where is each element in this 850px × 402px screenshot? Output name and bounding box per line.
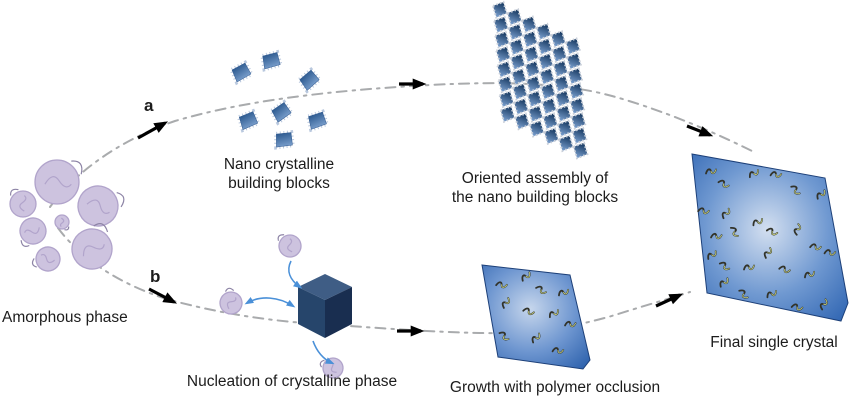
route-a-dashline	[49, 82, 757, 208]
assembly-tile	[555, 104, 572, 123]
assembly-tile	[551, 45, 568, 63]
final-top-arrow	[686, 124, 714, 137]
assembly-tile	[525, 75, 542, 93]
route-b-arrow	[148, 287, 178, 304]
assembly-tile	[552, 60, 569, 78]
amorphous-droplet	[30, 242, 65, 276]
assembly-tile	[521, 15, 537, 34]
label-oriented-line2: the nano building blocks	[451, 189, 619, 206]
assembly-tile	[571, 126, 588, 145]
amorphous-droplet	[33, 158, 84, 206]
label-amorphous-phase: Amorphous phase	[2, 309, 128, 326]
label-nano-line2: building blocks	[228, 175, 330, 192]
assembly-tile	[553, 74, 570, 93]
assembly-tile	[567, 67, 583, 85]
nano-crystal	[306, 110, 328, 132]
assembly-tile	[569, 97, 586, 115]
assembly-tile	[558, 134, 574, 152]
assembly-tile	[513, 97, 529, 116]
assembly-tile	[498, 90, 515, 108]
assembly-tile	[514, 112, 530, 131]
assembly-tile	[507, 23, 524, 41]
nano-crystal	[298, 69, 321, 92]
assembly-tile	[542, 112, 559, 130]
assembly-tile	[494, 30, 510, 49]
assembly-tile	[522, 30, 538, 48]
nano-building-blocks-cluster	[232, 49, 328, 152]
assembly-tile	[497, 75, 514, 93]
assembly-tile	[554, 89, 571, 108]
amorphous-droplet	[9, 188, 37, 218]
growth-crystal	[481, 264, 591, 370]
assembly-grid	[492, 1, 589, 160]
assembly-tile	[536, 37, 553, 56]
label-route-b: b	[150, 267, 161, 286]
label-growth: Growth with polymer occlusion	[449, 379, 661, 396]
amorphous-droplet	[71, 179, 128, 234]
assembly-tile	[557, 119, 573, 138]
assembly-tile	[524, 60, 541, 78]
route-a-arrow	[137, 121, 169, 140]
nano-crystal	[260, 49, 283, 72]
assembly-tile	[538, 52, 554, 71]
assembly-tile	[526, 90, 543, 108]
assembly-tile	[550, 30, 567, 48]
amorphous-droplet	[63, 219, 123, 278]
label-oriented-line1: Oriented assembly of	[461, 170, 609, 187]
assembly-tile	[572, 141, 589, 160]
nano-crystal	[238, 110, 259, 131]
nucleation-group	[215, 231, 352, 383]
assembly-tile	[568, 82, 584, 100]
assembly-tile	[566, 52, 582, 70]
nano-crystal	[232, 63, 251, 82]
exchange-arrow-left	[244, 297, 296, 308]
assembly-tile	[541, 97, 557, 115]
nano-crystal	[272, 128, 297, 153]
assembly-tile	[540, 82, 556, 100]
assembly-tile	[512, 82, 528, 101]
assembly-tile	[506, 8, 523, 26]
label-nucleation: Nucleation of crystalline phase	[186, 373, 398, 390]
assembly-tile	[511, 67, 527, 86]
nucleus-cube-left-face	[298, 287, 325, 338]
assembly-tile	[528, 119, 545, 138]
assembly-tile	[509, 53, 526, 71]
final-bottom-arrow	[655, 293, 684, 308]
assembly-tile	[508, 38, 525, 56]
label-route-a: a	[144, 96, 154, 115]
exchange-arrow-top	[288, 260, 303, 289]
assembly-tile	[493, 15, 509, 34]
route-b-dashline	[57, 227, 691, 335]
assembly-tile	[539, 67, 555, 86]
final-single-crystal	[691, 153, 849, 322]
assembly-tile	[570, 112, 587, 130]
nucleus-cube-right-face	[325, 287, 352, 338]
assembly-tile	[495, 45, 511, 64]
label-oriented-assembly: Oriented assembly of the nano building b…	[443, 169, 627, 207]
assembly-tile	[499, 105, 516, 123]
assembly-tile	[535, 22, 552, 41]
attaching-droplet	[215, 286, 248, 319]
amorphous-droplet	[54, 214, 70, 231]
assembly-tile	[543, 127, 560, 145]
label-final-single-crystal: Final single crystal	[710, 334, 838, 351]
amorphous-phase-cluster	[9, 158, 128, 278]
assembly-tile	[496, 60, 513, 79]
label-nano-line1: Nano crystalline	[223, 156, 335, 173]
assembly-tile	[492, 1, 508, 19]
amorphous-droplet	[13, 213, 51, 250]
nano-crystal	[271, 102, 292, 123]
label-nano-building-blocks: Nano crystalline building blocks	[203, 155, 355, 193]
exchange-arrow-bottom	[312, 340, 335, 365]
assembly-tile	[527, 105, 544, 123]
assembly-tile	[565, 37, 581, 55]
attaching-droplet	[276, 231, 304, 260]
assembly-tile	[523, 45, 540, 63]
